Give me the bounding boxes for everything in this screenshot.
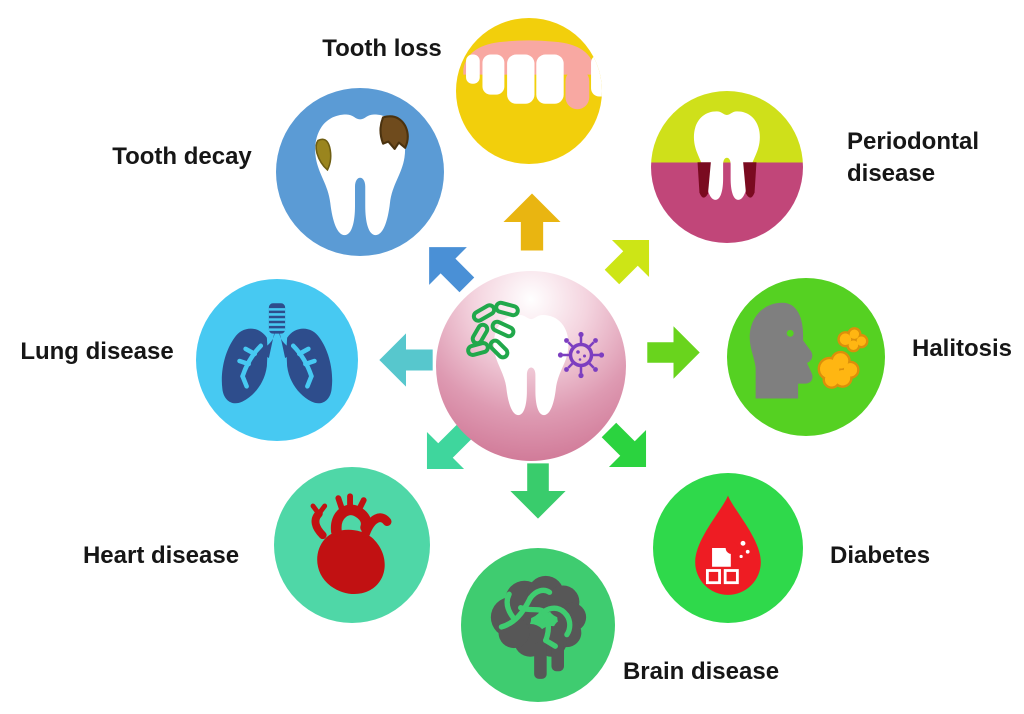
center-node-oral-bacteria [436, 271, 626, 461]
label-lung-disease: Lung disease [20, 338, 174, 365]
bacteria-icon [466, 300, 520, 360]
label-diabetes: Diabetes [830, 542, 931, 569]
decayed-tooth-icon [315, 114, 409, 236]
label-tooth-loss: Tooth loss [322, 35, 442, 62]
label-periodontal-disease: Periodontal disease [847, 128, 980, 188]
brain-vessels-shape [498, 587, 573, 649]
arrow-up-icon [503, 193, 561, 251]
arrow-up-left-icon [429, 247, 475, 293]
label-tooth-decay: Tooth decay [112, 143, 252, 170]
missing-tooth-gums-icon [463, 40, 602, 110]
lungs-icon [221, 303, 333, 404]
node-brain-disease [461, 548, 615, 702]
decay-spot-shape [379, 115, 409, 150]
head-profile-shape [749, 302, 813, 399]
label-brain-disease: Brain disease [622, 658, 780, 685]
blood-drop-sugar-icon [695, 495, 761, 595]
label-halitosis: Halitosis [912, 335, 1013, 362]
arrow-up-right-icon [604, 239, 650, 285]
bronchi-shape [237, 343, 317, 389]
virus-icon [557, 331, 605, 379]
arrow-left-icon [379, 333, 433, 387]
brain-icon [490, 575, 587, 679]
node-periodontal-disease [651, 91, 803, 243]
arrow-down-icon [510, 463, 566, 519]
node-diabetes [653, 473, 803, 623]
sugar-cubes-shape [705, 540, 750, 585]
arrow-down-left-icon [426, 424, 472, 470]
node-lung-disease [196, 279, 358, 441]
node-tooth-loss [456, 18, 602, 164]
arrow-down-right-icon [601, 422, 647, 468]
breath-cloud-icon [817, 327, 869, 389]
node-halitosis [727, 278, 885, 436]
head-bad-breath-icon [749, 302, 869, 399]
node-tooth-decay [276, 88, 444, 256]
tooth-receding-gums-icon [693, 111, 760, 200]
anatomical-heart-icon [310, 493, 392, 595]
label-heart-disease: Heart disease [82, 542, 240, 569]
arrow-right-icon [647, 326, 700, 379]
node-heart-disease [274, 467, 430, 623]
decay-spot-shape [315, 138, 332, 172]
tooth-with-microbes-icon [466, 300, 605, 416]
